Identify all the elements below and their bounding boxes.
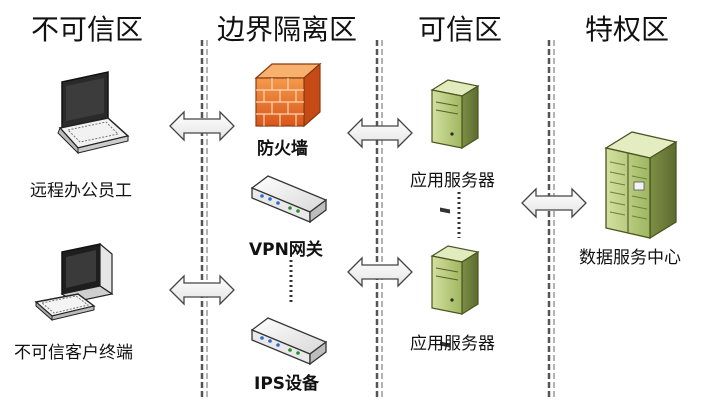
zone-title-privileged: 特权区 xyxy=(585,13,670,46)
desktop-computer-icon xyxy=(34,242,114,322)
app-server-bottom-label: 应用服务器 xyxy=(410,334,495,354)
server-tower-icon xyxy=(430,245,480,348)
double-arrow-icon xyxy=(169,110,235,142)
network-appliance-icon xyxy=(250,317,328,366)
zone-divider-3 xyxy=(547,40,555,400)
double-arrow-icon xyxy=(169,274,235,306)
zone-title-boundary: 边界隔离区 xyxy=(217,13,358,46)
remote-office-label: 远程办公员工 xyxy=(30,181,132,201)
app-server-top-label: 应用服务器 xyxy=(410,171,495,191)
zone-divider-2 xyxy=(375,40,383,400)
server-cabinet-icon xyxy=(604,131,678,240)
data-center-label: 数据服务中心 xyxy=(579,248,681,268)
laptop-icon xyxy=(57,71,130,155)
ips-device-label: IPS设备 xyxy=(254,374,320,394)
vpn-gateway-label: VPN网关 xyxy=(249,240,323,260)
double-arrow-icon xyxy=(347,256,413,288)
firewall-label: 防火墙 xyxy=(257,139,308,159)
double-arrow-icon xyxy=(347,117,413,149)
zone-title-untrusted: 不可信区 xyxy=(31,13,144,46)
zone-title-trusted: 可信区 xyxy=(418,13,503,46)
brick-firewall-icon xyxy=(254,62,322,128)
zone-divider-1 xyxy=(200,40,208,400)
double-arrow-icon xyxy=(521,187,587,219)
untrusted-client-label: 不可信客户终端 xyxy=(14,343,133,363)
server-tower-icon xyxy=(430,79,480,214)
network-appliance-icon xyxy=(250,175,328,224)
